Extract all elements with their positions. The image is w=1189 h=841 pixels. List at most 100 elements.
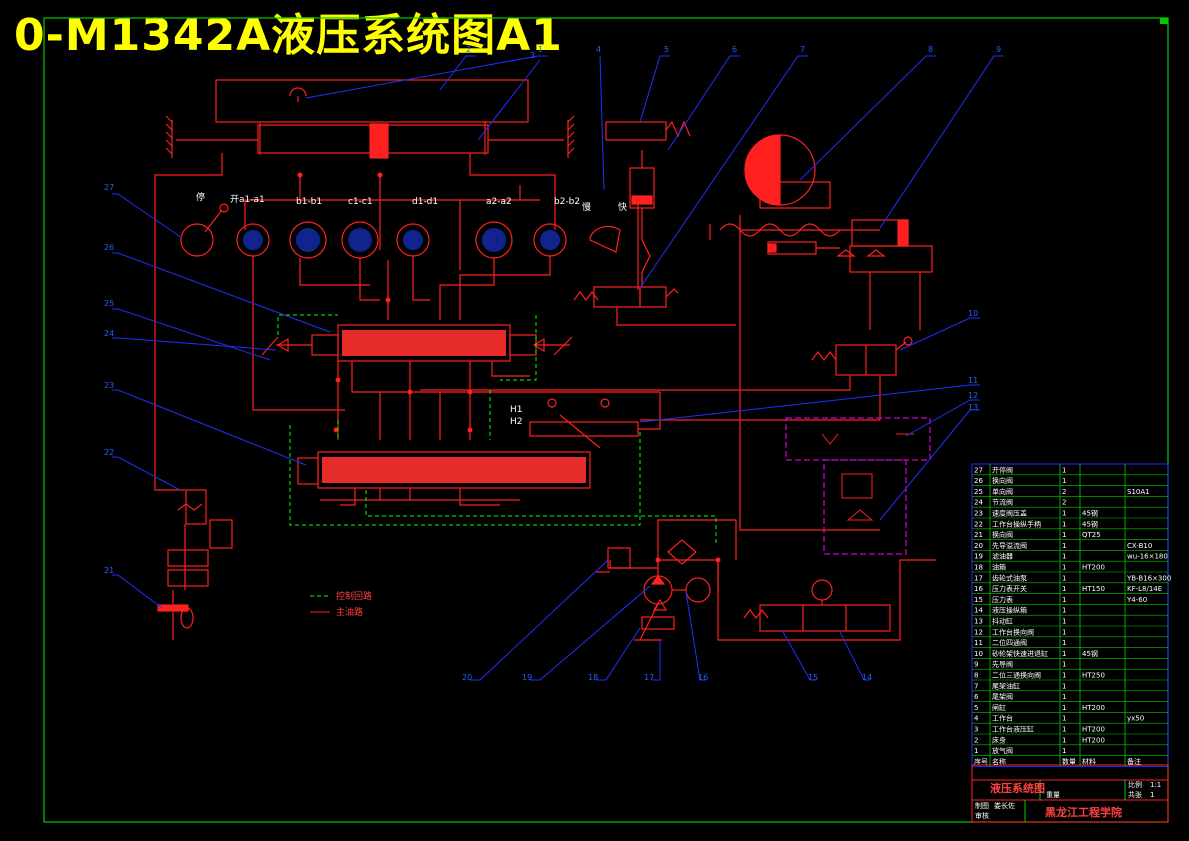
callout-23: 23 <box>104 381 114 390</box>
legend-main-label: 主油路 <box>336 606 363 618</box>
table-cell-qty: 1 <box>1062 661 1066 669</box>
table-cell-mat: HT200 <box>1082 704 1105 712</box>
table-cell-qty: 1 <box>1062 747 1066 755</box>
table-cell-name: 尾架油缸 <box>992 681 1020 690</box>
table-cell-mat: HT200 <box>1082 564 1105 572</box>
table-cell-no: 23 <box>974 510 983 518</box>
selector-disc-fills <box>243 228 560 252</box>
table-cell-qty: 1 <box>1062 585 1066 593</box>
table-cell-name: 床身 <box>992 735 1006 744</box>
table-cell-no: 17 <box>974 574 983 582</box>
table-cell-name: 先导溢流阀 <box>992 541 1027 550</box>
table-cell-no: 10 <box>974 650 983 658</box>
drawn-by: 娄长佐 <box>994 801 1015 810</box>
table-cell-no: 4 <box>974 715 979 723</box>
table-cell-name: 换向阀 <box>992 530 1013 539</box>
table-cell-qty: 1 <box>1062 693 1066 701</box>
table-cell-no: 1 <box>974 747 978 755</box>
table-cell-name: 油箱 <box>992 563 1006 572</box>
table-cell-qty: 1 <box>1062 477 1066 485</box>
table-cell-qty: 1 <box>1062 574 1066 582</box>
throttle-valve <box>529 421 639 437</box>
control-circuit <box>277 314 717 545</box>
table-cell-no: 22 <box>974 520 983 528</box>
callout-10: 10 <box>968 309 978 318</box>
table-cell-name: 工作台操纵手柄 <box>992 519 1041 528</box>
table-cell-name: 先导阀 <box>992 660 1013 669</box>
table-cell-qty: 1 <box>1062 672 1066 680</box>
table-cell-no: 21 <box>974 531 983 539</box>
table-cell-name: 工作台液压缸 <box>992 725 1034 734</box>
table-cell-no: 12 <box>974 628 983 636</box>
label-slow: 慢 <box>582 201 591 213</box>
table-cell-no: 9 <box>974 661 978 669</box>
callout-25: 25 <box>104 299 114 308</box>
table-cell-note: YB-B16×300 <box>1126 574 1171 582</box>
title-block-frame <box>971 764 1169 823</box>
table-header-name: 名称 <box>992 757 1006 766</box>
callouts-right: 10 11 12 13 <box>968 309 978 412</box>
table-cell-qty: 1 <box>1062 553 1066 561</box>
callout-9: 9 <box>996 45 1001 54</box>
table-cell-qty: 1 <box>1062 715 1066 723</box>
table-cell-name: 抖动缸 <box>992 617 1013 626</box>
table-cell-no: 15 <box>974 596 983 604</box>
table-cell-name: 工作台换向阀 <box>992 627 1034 636</box>
table-cell-note: CX-B10 <box>1127 542 1152 550</box>
table-cell-qty: 1 <box>1062 531 1066 539</box>
table-cell-no: 20 <box>974 542 983 550</box>
table-cell-qty: 1 <box>1062 726 1066 734</box>
table-cell-name: 滤油器 <box>992 552 1013 561</box>
table-cell-no: 11 <box>974 639 983 647</box>
leader-lines <box>112 55 1004 681</box>
junction-dots <box>297 172 721 563</box>
drawing-name: 液压系统图 <box>990 781 1045 795</box>
callout-7: 7 <box>800 45 805 54</box>
table-cell-qty: 1 <box>1062 564 1066 572</box>
drawing-frame <box>43 17 1169 823</box>
table-cell-mat: 45钢 <box>1082 649 1098 658</box>
table-cell-qty: 1 <box>1062 682 1066 690</box>
table-cell-name: 放气阀 <box>992 746 1013 755</box>
callout-27: 27 <box>104 183 114 192</box>
sheet-label: 共张 <box>1128 790 1142 799</box>
table-header-note: 备注 <box>1127 757 1141 766</box>
callout-6: 6 <box>732 45 737 54</box>
callout-4: 4 <box>596 45 601 54</box>
legend-control-label: 控制回路 <box>336 590 372 602</box>
table-cell-no: 2 <box>974 736 978 744</box>
table-cell-mat: HT250 <box>1082 672 1105 680</box>
table-cell-name: 二位四通阀 <box>992 638 1027 647</box>
school-name: 黑龙江工程学院 <box>1045 805 1122 819</box>
table-cell-no: 18 <box>974 564 983 572</box>
callout-13: 13 <box>968 403 978 412</box>
table-cell-no: 25 <box>974 488 983 496</box>
table-cell-name: 开停阀 <box>992 465 1013 474</box>
table-header-qty: 数量 <box>1062 757 1076 766</box>
callouts-left: 27 26 25 24 23 22 21 <box>104 183 114 575</box>
table-cell-no: 6 <box>974 693 979 701</box>
table-cell-note: KF-L8/14E <box>1127 585 1162 593</box>
drawn-label: 制图 <box>975 801 989 810</box>
table-cell-name: 齿轮式油泵 <box>992 573 1027 582</box>
label-a1: 开a1-a1 <box>230 194 265 205</box>
label-stop: 停 <box>196 191 205 203</box>
filter <box>667 539 697 565</box>
table-cell-name: 压力表 <box>992 595 1013 604</box>
table-cell-qty: 1 <box>1062 650 1066 658</box>
table-cell-qty: 1 <box>1062 628 1066 636</box>
table-cell-no: 16 <box>974 585 983 593</box>
callout-11: 11 <box>968 376 978 385</box>
table-cell-note: yx50 <box>1127 715 1144 723</box>
table-cell-no: 5 <box>974 704 978 712</box>
callout-22: 22 <box>104 448 114 457</box>
table-cell-no: 19 <box>974 553 983 561</box>
drawing-title: 0-M1342A液压系统图A1 <box>14 10 563 61</box>
table-cell-no: 27 <box>974 466 983 474</box>
scale-label: 比例 <box>1128 780 1142 789</box>
table-cell-no: 24 <box>974 499 983 507</box>
label-fast: 快 <box>618 201 627 213</box>
table-cell-no: 3 <box>974 726 978 734</box>
table-cell-qty: 1 <box>1062 607 1066 615</box>
